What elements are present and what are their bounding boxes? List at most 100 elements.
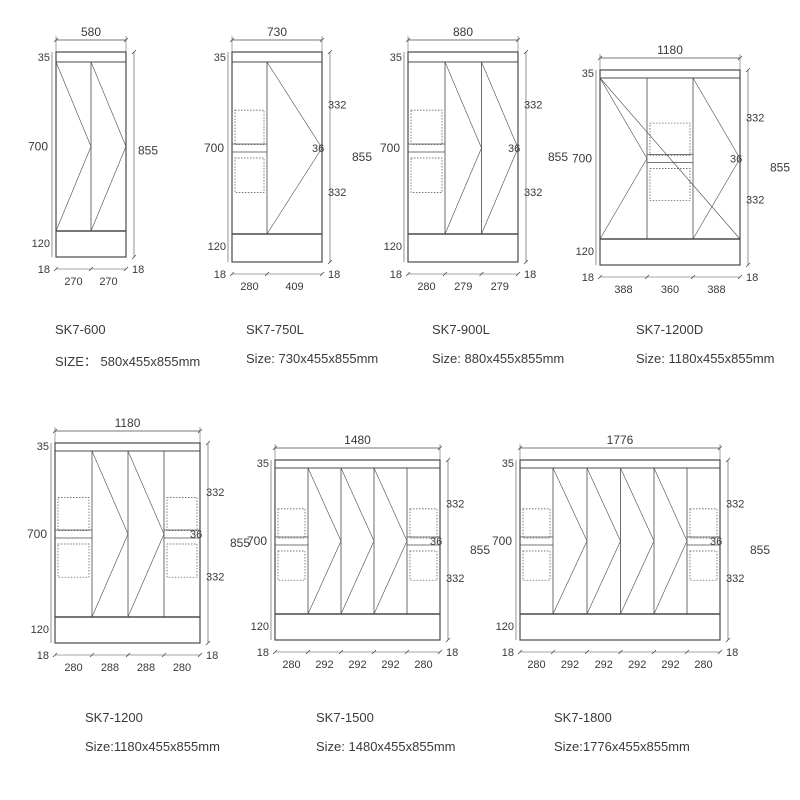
- side-left-label: 18: [502, 647, 514, 659]
- side-right-label: 18: [746, 272, 758, 284]
- size-spec: Size: 1480x455x855mm: [316, 739, 456, 754]
- door-swing-line: [586, 467, 621, 542]
- bottom-segment-label: 292: [561, 659, 579, 671]
- drawer-upper-label: 332: [328, 99, 346, 111]
- door-swing-line: [586, 540, 621, 615]
- dimension-tick: [651, 649, 657, 655]
- dimension-tick: [479, 271, 484, 277]
- drawer-box: [649, 168, 691, 202]
- bottom-segment-label: 280: [527, 659, 545, 671]
- dimension-tick: [445, 457, 451, 463]
- drawer-gap-label: 36: [730, 154, 742, 166]
- dimension-tick: [371, 649, 377, 655]
- drawer-box: [410, 157, 443, 193]
- dimension-tick: [88, 266, 94, 272]
- top-thickness-label: 35: [214, 52, 226, 64]
- bottom-segment-label: 270: [64, 276, 82, 288]
- dimension-tick: [229, 271, 235, 277]
- model-name: SK7-1200D: [636, 322, 704, 337]
- dimension-tick: [644, 274, 650, 280]
- drawer-box: [409, 550, 438, 581]
- cabinet-outline: [519, 459, 721, 641]
- drawer-upper-label: 332: [726, 498, 744, 510]
- width-label: 1180: [115, 416, 141, 430]
- body-height-label: 700: [28, 140, 48, 154]
- bottom-segment-label: 280: [173, 662, 191, 674]
- dimension-tick: [725, 457, 731, 463]
- total-height-label: 855: [230, 536, 250, 550]
- bottom-segment-label: 279: [454, 281, 472, 293]
- drawer-box: [409, 508, 438, 539]
- drawer-gap-label: 36: [312, 143, 324, 155]
- dimension-tick: [327, 259, 333, 265]
- dimension-tick: [161, 652, 167, 658]
- bottom-segment-label: 292: [628, 659, 646, 671]
- door-swing-line: [444, 61, 482, 149]
- dimension-tick: [437, 649, 443, 655]
- door-swing-line: [653, 540, 688, 615]
- drawer-gap-label: 36: [710, 536, 722, 548]
- drawer-gap-label: 36: [430, 536, 442, 548]
- top-thickness-label: 35: [257, 458, 269, 470]
- model-name: SK7-1800: [554, 710, 612, 725]
- plinth-height-label: 120: [384, 241, 402, 253]
- bottom-segment-label: 409: [285, 281, 303, 293]
- dimension-tick: [737, 274, 743, 280]
- door-swing-line: [481, 61, 519, 149]
- drawer-box: [689, 550, 718, 581]
- door-swing-line: [90, 61, 127, 147]
- drawer-lower-label: 332: [206, 571, 224, 583]
- plinth-height-label: 120: [251, 621, 269, 633]
- dimension-tick: [205, 640, 211, 646]
- door-swing-line: [55, 61, 92, 147]
- size-spec: Size: 730x455x855mm: [246, 351, 379, 366]
- top-thickness-label: 35: [390, 52, 402, 64]
- cabinet-outline: [55, 51, 127, 258]
- body-height-label: 700: [572, 152, 592, 166]
- width-label: 1480: [344, 433, 371, 447]
- bottom-segment-label: 280: [282, 659, 300, 671]
- body-height-label: 700: [492, 534, 512, 548]
- total-height-label: 855: [352, 150, 372, 164]
- side-right-label: 18: [524, 269, 536, 281]
- dimension-tick: [445, 637, 451, 643]
- drawer-gap-label: 36: [190, 529, 202, 541]
- dimension-tick: [517, 649, 523, 655]
- side-left-label: 18: [37, 650, 49, 662]
- door-swing-line: [90, 146, 127, 232]
- bottom-segment-label: 292: [348, 659, 366, 671]
- width-label: 580: [81, 25, 101, 39]
- plinth-height-label: 120: [496, 621, 514, 633]
- width-label: 730: [267, 25, 287, 39]
- door-swing-line: [91, 533, 129, 618]
- drawer-upper-label: 332: [446, 498, 464, 510]
- bottom-segment-label: 288: [137, 662, 155, 674]
- bottom-segment-label: 292: [661, 659, 679, 671]
- door-swing-line: [620, 540, 655, 615]
- dimension-tick: [264, 271, 270, 277]
- drawer-box: [689, 508, 718, 539]
- plinth-height-label: 120: [32, 238, 50, 250]
- door-swing-line: [266, 61, 323, 149]
- dimension-tick: [550, 649, 556, 655]
- drawer-lower-label: 332: [726, 573, 744, 585]
- bottom-segment-label: 280: [240, 281, 258, 293]
- side-left-label: 18: [257, 647, 269, 659]
- body-height-label: 700: [204, 141, 224, 155]
- model-name: SK7-600: [55, 322, 106, 337]
- top-thickness-label: 35: [38, 52, 50, 64]
- door-swing-line: [620, 467, 655, 542]
- dimension-tick: [131, 254, 137, 260]
- dimension-tick: [319, 271, 325, 277]
- dimension-tick: [272, 649, 278, 655]
- door-swing-line: [307, 540, 342, 615]
- drawer-lower-label: 332: [746, 195, 764, 207]
- dimension-tick: [131, 49, 137, 55]
- door-swing-line: [599, 77, 648, 159]
